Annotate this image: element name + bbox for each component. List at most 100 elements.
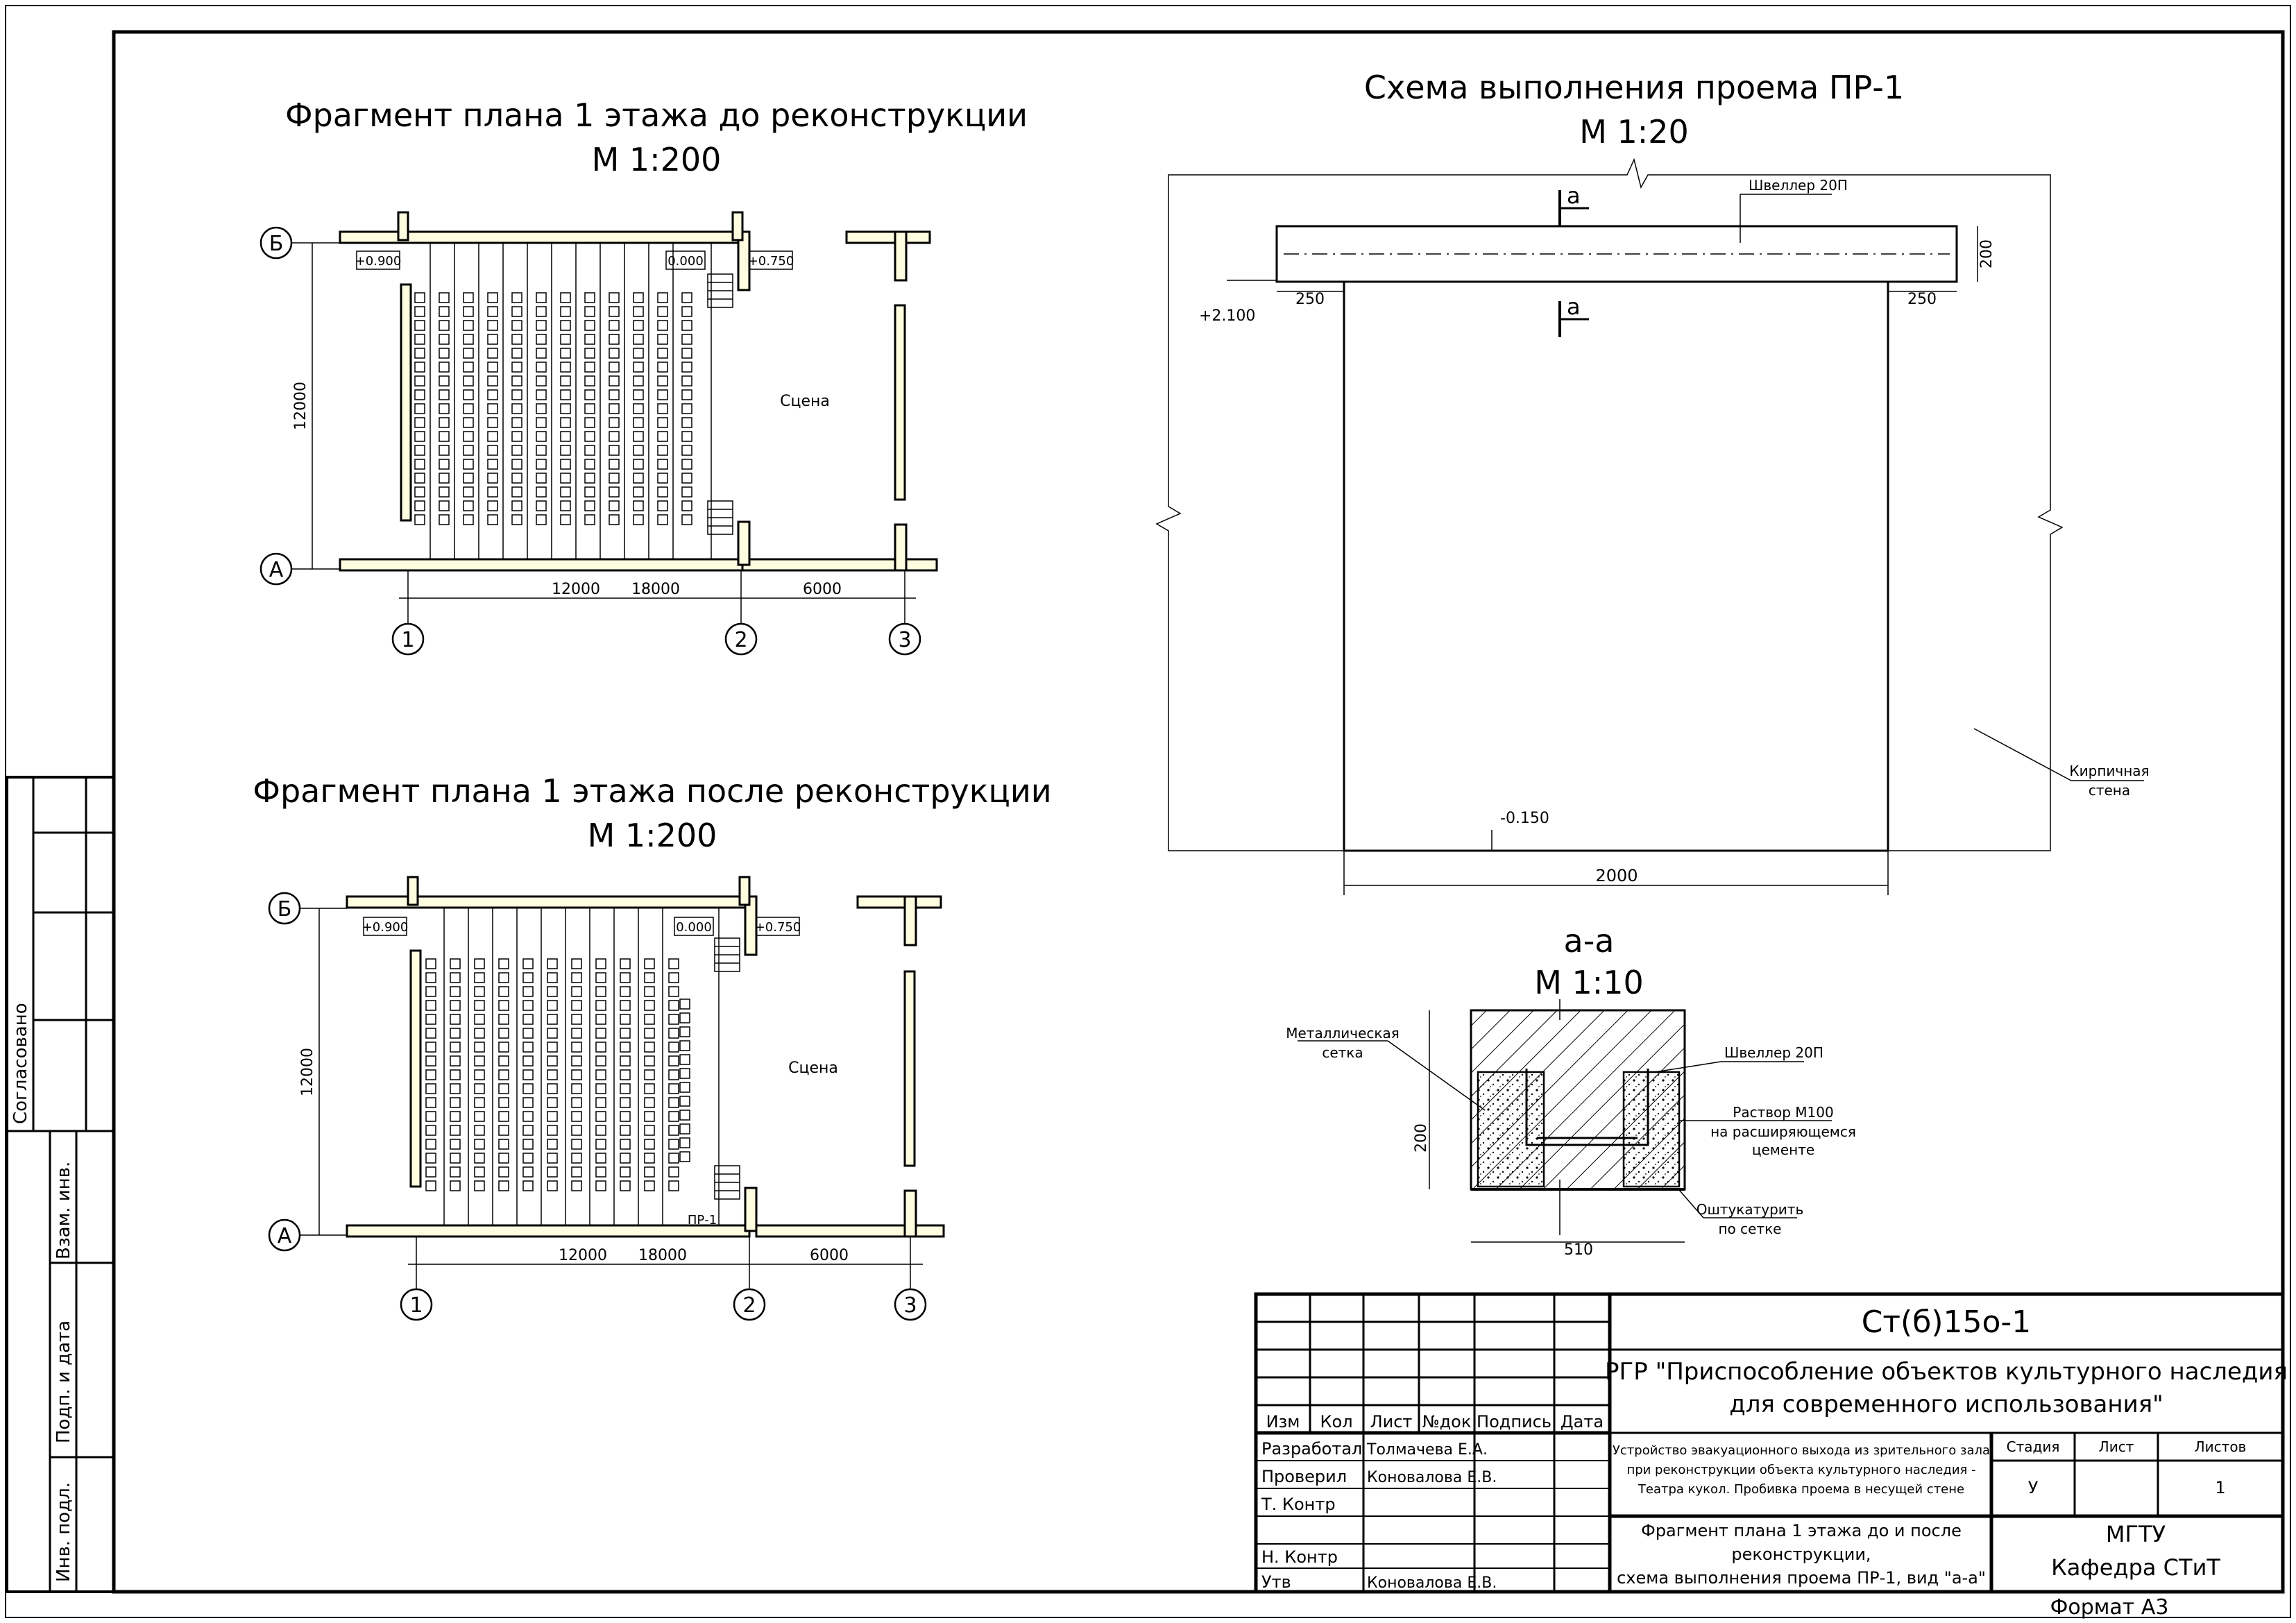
seat: [474, 1069, 485, 1080]
seat: [487, 348, 498, 359]
seat: [463, 514, 474, 525]
seat: [425, 1028, 436, 1039]
seat: [644, 1083, 655, 1094]
seat: [463, 417, 474, 428]
tb-col-list: Лист: [1370, 1412, 1413, 1431]
seat: [595, 1153, 606, 1164]
section-mortar-label-1: Раствор М100: [1733, 1104, 1833, 1121]
tb-code: Ст(б)15о-1: [1862, 1305, 2032, 1340]
seat: [571, 1083, 582, 1094]
seat: [498, 972, 509, 983]
tb-drawing-1: Фрагмент плана 1 этажа до и после: [1641, 1521, 1962, 1540]
seat: [498, 1111, 509, 1122]
plan-before-axis-b: Б: [269, 232, 284, 256]
seat: [511, 445, 522, 456]
seat: [620, 1055, 631, 1067]
seat: [536, 320, 547, 331]
seat: [609, 473, 620, 484]
seat: [584, 486, 595, 498]
seat: [414, 459, 425, 470]
seat: [439, 403, 450, 414]
seat: [595, 1125, 606, 1136]
seat: [681, 417, 692, 428]
seats-after: [425, 958, 679, 1191]
seat: [547, 972, 558, 983]
plan-after-dim-3: 6000: [810, 1247, 849, 1264]
seat: [681, 514, 692, 525]
seat: [547, 958, 558, 969]
seat: [536, 417, 547, 428]
opening-level-bottom: -0.150: [1500, 810, 1549, 827]
seat: [522, 1000, 534, 1011]
seat: [425, 1180, 436, 1191]
seat: [439, 306, 450, 317]
seat: [425, 1083, 436, 1094]
tb-org-1: МГТУ: [2106, 1521, 2166, 1547]
seat: [463, 486, 474, 498]
tb-sheet-header: Лист: [2099, 1438, 2134, 1455]
seat: [474, 986, 485, 997]
seat: [644, 1069, 655, 1080]
seat: [425, 986, 436, 997]
seat: [536, 389, 547, 400]
section-dim-510: 510: [1564, 1241, 1593, 1259]
seat: [584, 334, 595, 345]
plan-before-level-1: +0.900: [355, 254, 402, 269]
seat: [487, 375, 498, 386]
seat: [571, 1028, 582, 1039]
tb-role-4: Н. Контр: [1261, 1547, 1338, 1567]
seat: [414, 362, 425, 373]
seat: [536, 500, 547, 511]
seats-before: [414, 292, 692, 525]
seat: [439, 514, 450, 525]
seat: [425, 972, 436, 983]
seat: [560, 445, 571, 456]
seat: [474, 1028, 485, 1039]
seat: [536, 292, 547, 303]
plan-before-dim-height: 12000: [292, 382, 309, 430]
seat: [474, 1083, 485, 1094]
seat: [414, 445, 425, 456]
tb-col-podpis: Подпись: [1477, 1412, 1551, 1431]
seat: [560, 334, 571, 345]
seat: [595, 972, 606, 983]
seat: [560, 306, 571, 317]
plan-after-axis-3: 3: [903, 1293, 917, 1318]
seat: [620, 1069, 631, 1080]
section-mesh-label-1: Металлическая: [1286, 1025, 1400, 1042]
plan-before-dim-1: 12000: [552, 581, 600, 598]
seat: [474, 972, 485, 983]
seat: [620, 958, 631, 969]
plan-before-axis-1: 1: [401, 628, 414, 652]
seat: [633, 403, 644, 414]
seat: [584, 320, 595, 331]
seat: [681, 445, 692, 456]
seat: [414, 500, 425, 511]
seat: [487, 389, 498, 400]
seat: [547, 1166, 558, 1178]
seat: [487, 514, 498, 525]
seat: [657, 473, 668, 484]
seat: [511, 459, 522, 470]
seat: [657, 292, 668, 303]
seat: [439, 362, 450, 373]
seat: [498, 1125, 509, 1136]
plan-before-scale: М 1:200: [592, 141, 722, 178]
seat: [560, 389, 571, 400]
seat: [498, 1069, 509, 1080]
seat: [633, 500, 644, 511]
seat: [595, 1180, 606, 1191]
seat: [560, 514, 571, 525]
seat: [620, 1042, 631, 1053]
seat: [633, 348, 644, 359]
seat: [679, 1012, 690, 1023]
seat: [425, 1042, 436, 1053]
tb-col-ndok: №док: [1422, 1412, 1472, 1431]
seat: [536, 514, 547, 525]
seat: [681, 473, 692, 484]
tb-desc-1: Устройство эвакуационного выхода из зрит…: [1613, 1443, 1990, 1458]
seat: [657, 403, 668, 414]
seat: [584, 362, 595, 373]
seat: [425, 1014, 436, 1025]
seat: [487, 403, 498, 414]
